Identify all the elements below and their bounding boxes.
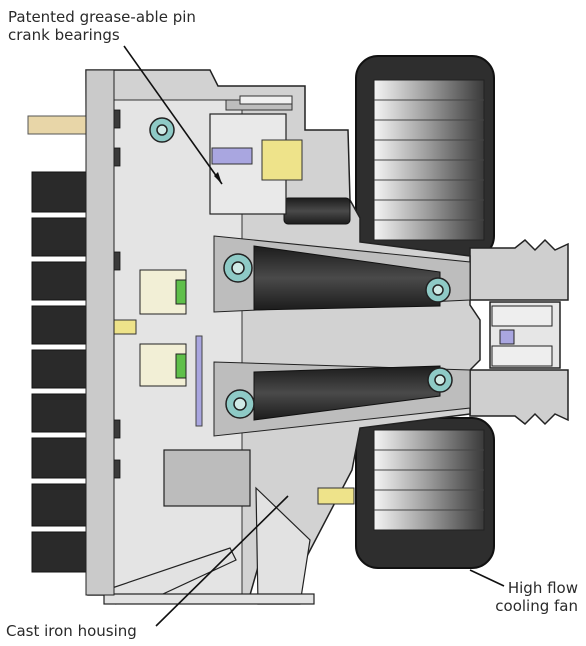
leader-housing bbox=[155, 495, 289, 627]
label-cooling-fan: High flow cooling fan bbox=[495, 579, 578, 615]
leader-bearings-arrowhead bbox=[214, 172, 222, 184]
mounting-feet bbox=[103, 486, 315, 605]
label-bearings-line1: Patented grease-able pin bbox=[8, 8, 196, 26]
label-fan-line1: High flow bbox=[507, 579, 578, 597]
cooling-fins bbox=[31, 171, 89, 573]
leader-fan bbox=[469, 569, 505, 587]
leader-bearings bbox=[123, 45, 223, 185]
pin-bearing-assembly bbox=[209, 95, 303, 215]
lower-shaft bbox=[163, 449, 251, 507]
label-fan-line2: cooling fan bbox=[495, 597, 578, 615]
label-grease-bearings: Patented grease-able pin crank bearings bbox=[8, 8, 196, 44]
cylinder-head bbox=[85, 69, 115, 596]
drain-plug bbox=[317, 487, 355, 505]
label-cast-iron-housing: Cast iron housing bbox=[6, 622, 137, 640]
callout-lines bbox=[123, 45, 505, 627]
pulley bbox=[469, 238, 569, 426]
label-bearings-line2: crank bearings bbox=[8, 26, 120, 44]
crank-pin bbox=[491, 305, 553, 367]
cooling-fan bbox=[355, 55, 495, 569]
connecting-rods bbox=[253, 197, 441, 421]
